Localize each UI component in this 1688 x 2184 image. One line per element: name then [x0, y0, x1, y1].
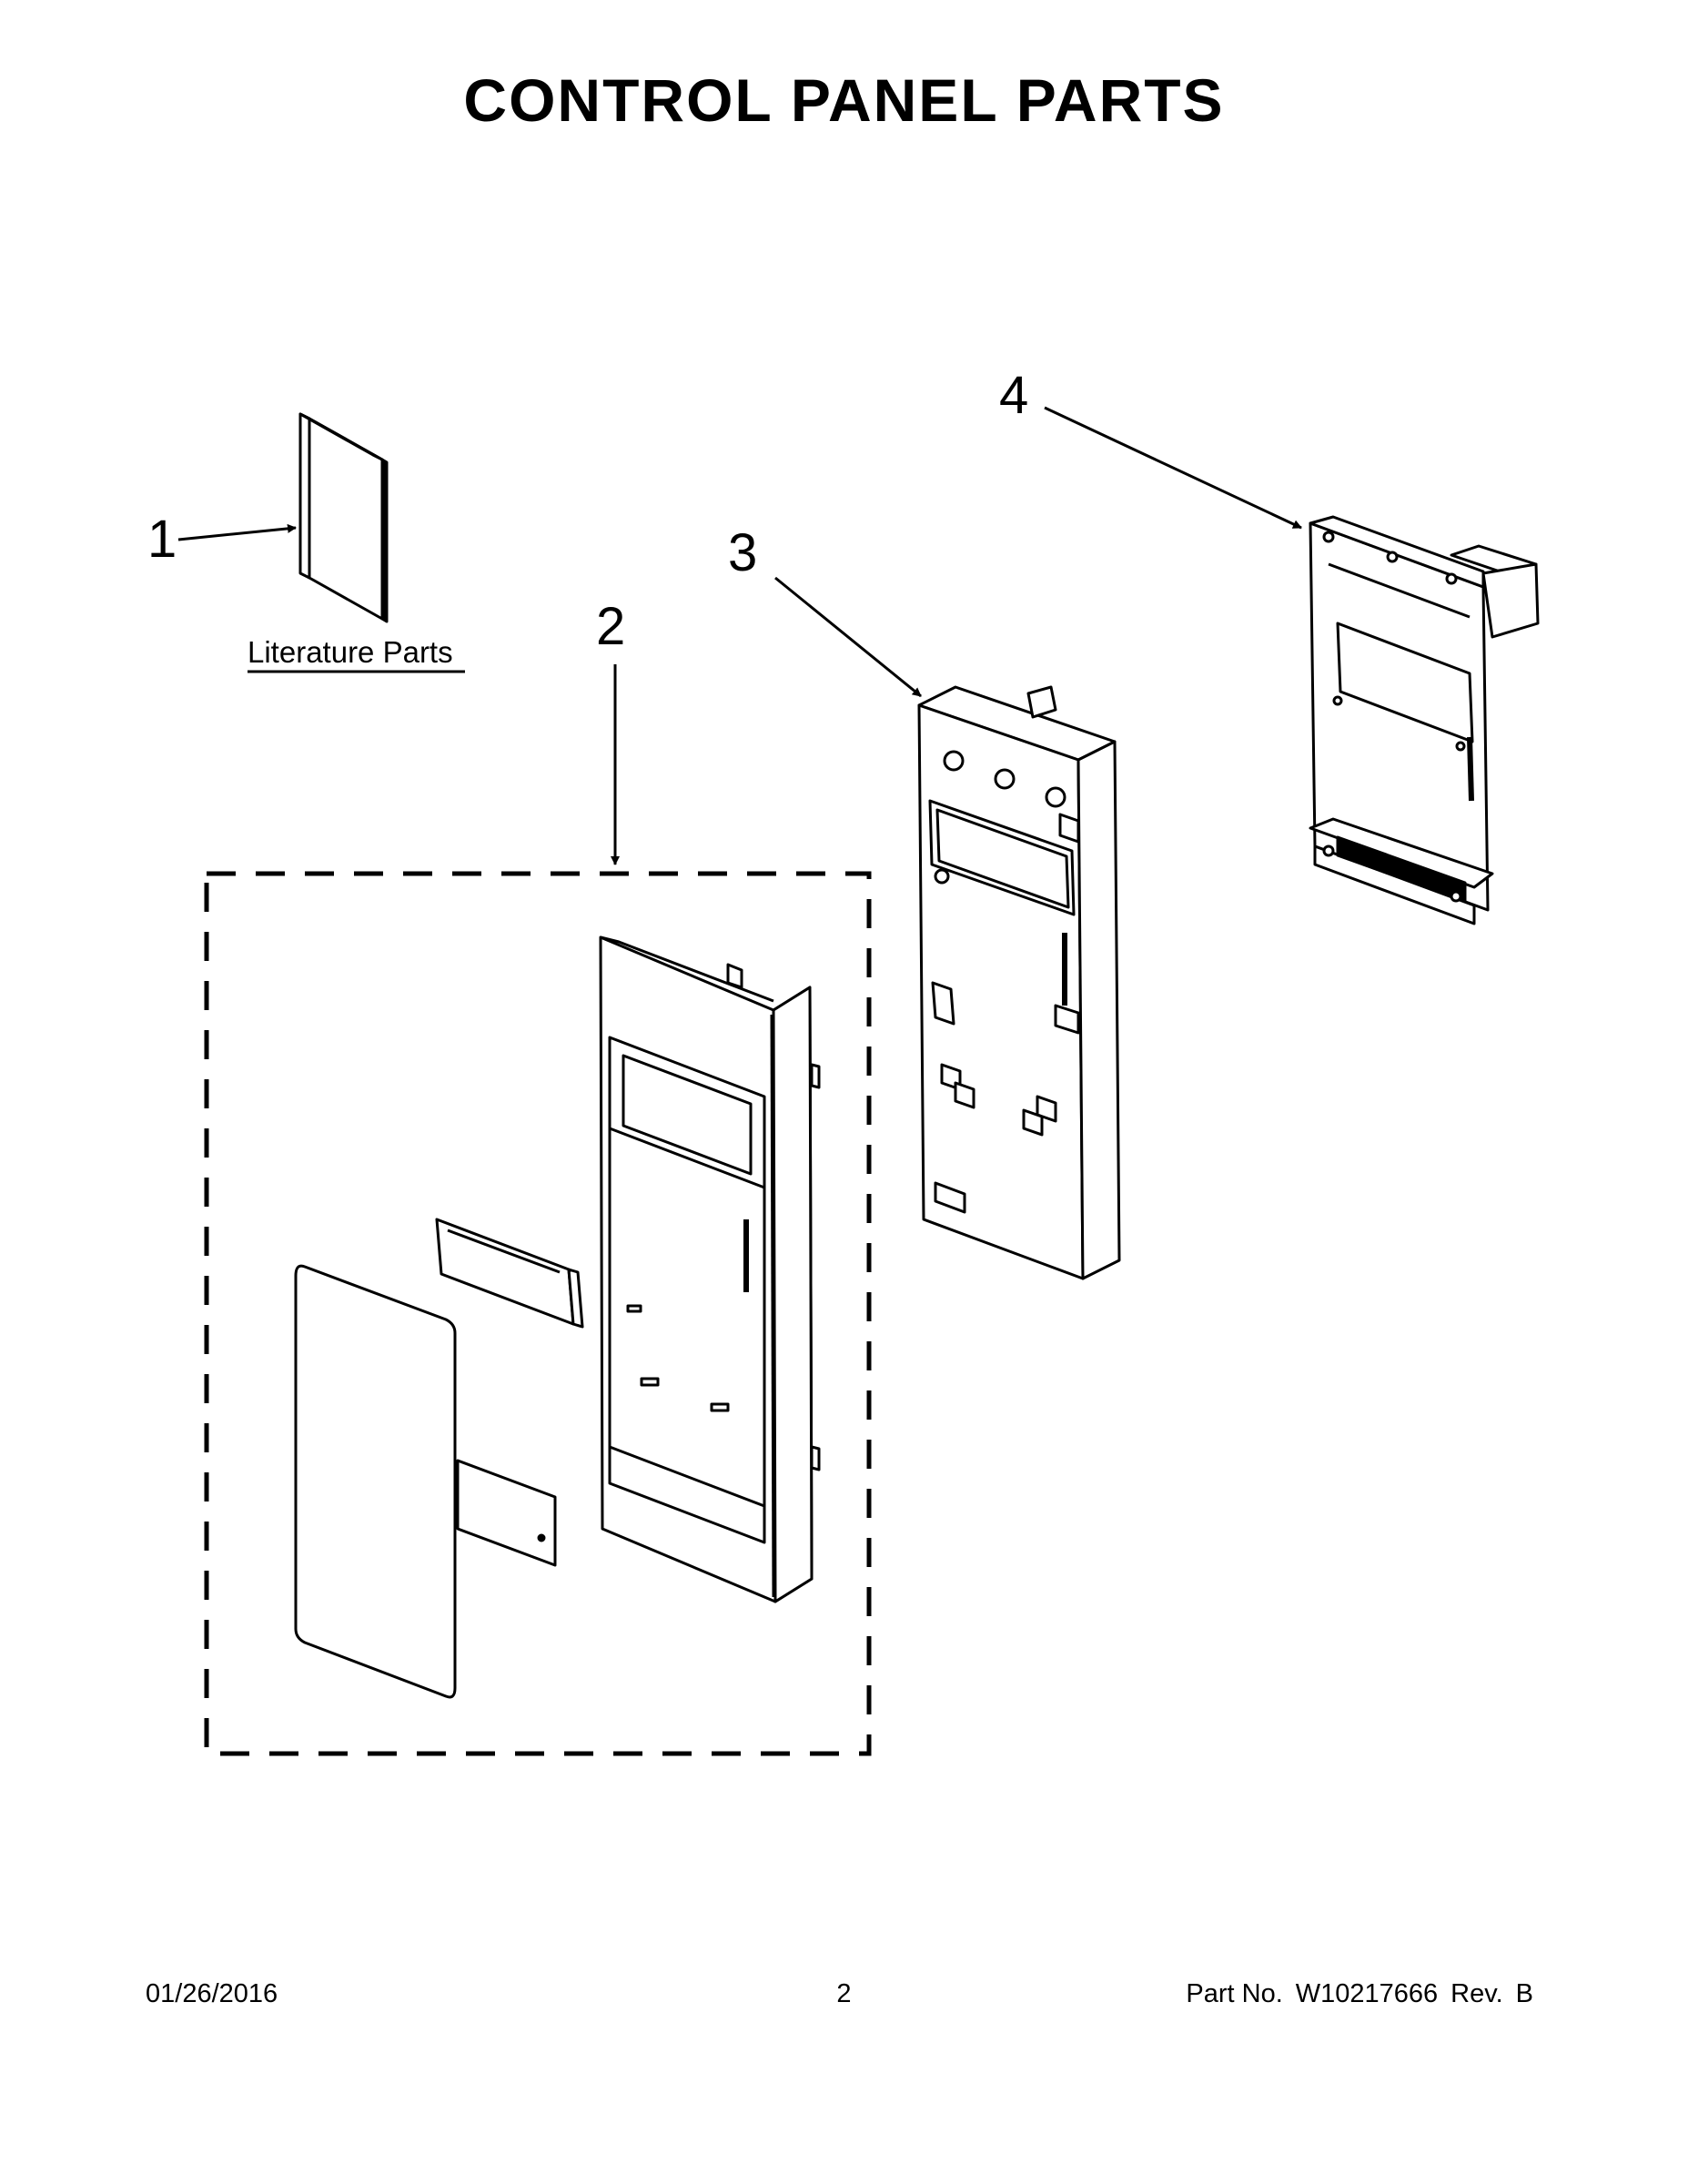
assembly-boundary-box — [204, 871, 872, 1756]
footer-date: 01/26/2016 — [146, 1979, 278, 2008]
rev-label: Rev. — [1450, 1979, 1503, 2008]
callout-4: 4 — [999, 366, 1028, 425]
display-cover-plate-part — [435, 1218, 584, 1329]
footer-page-number: 2 — [836, 1979, 852, 2008]
control-board-part — [1309, 515, 1540, 925]
leader-arrow-3 — [774, 576, 922, 698]
callout-3: 3 — [728, 523, 757, 582]
literature-parts-label: Literature Parts — [248, 635, 453, 669]
leader-arrow-4 — [1044, 406, 1302, 530]
rev-value: B — [1515, 1979, 1533, 2008]
leader-arrow-1 — [177, 523, 297, 541]
part-number: W10217666 — [1295, 1979, 1439, 2008]
page-title: CONTROL PANEL PARTS — [463, 66, 1225, 134]
footer-part-info: Part No. W10217666 Rev. B — [1173, 1979, 1533, 2009]
part-label: Part No. — [1186, 1979, 1283, 2008]
callout-1: 1 — [147, 510, 177, 569]
keypad-overlay-part — [294, 1264, 557, 1699]
callout-2: 2 — [596, 597, 625, 656]
back-panel-housing-part — [917, 685, 1121, 1280]
control-panel-frame-part — [599, 935, 821, 1603]
literature-booklet-part — [298, 412, 389, 623]
